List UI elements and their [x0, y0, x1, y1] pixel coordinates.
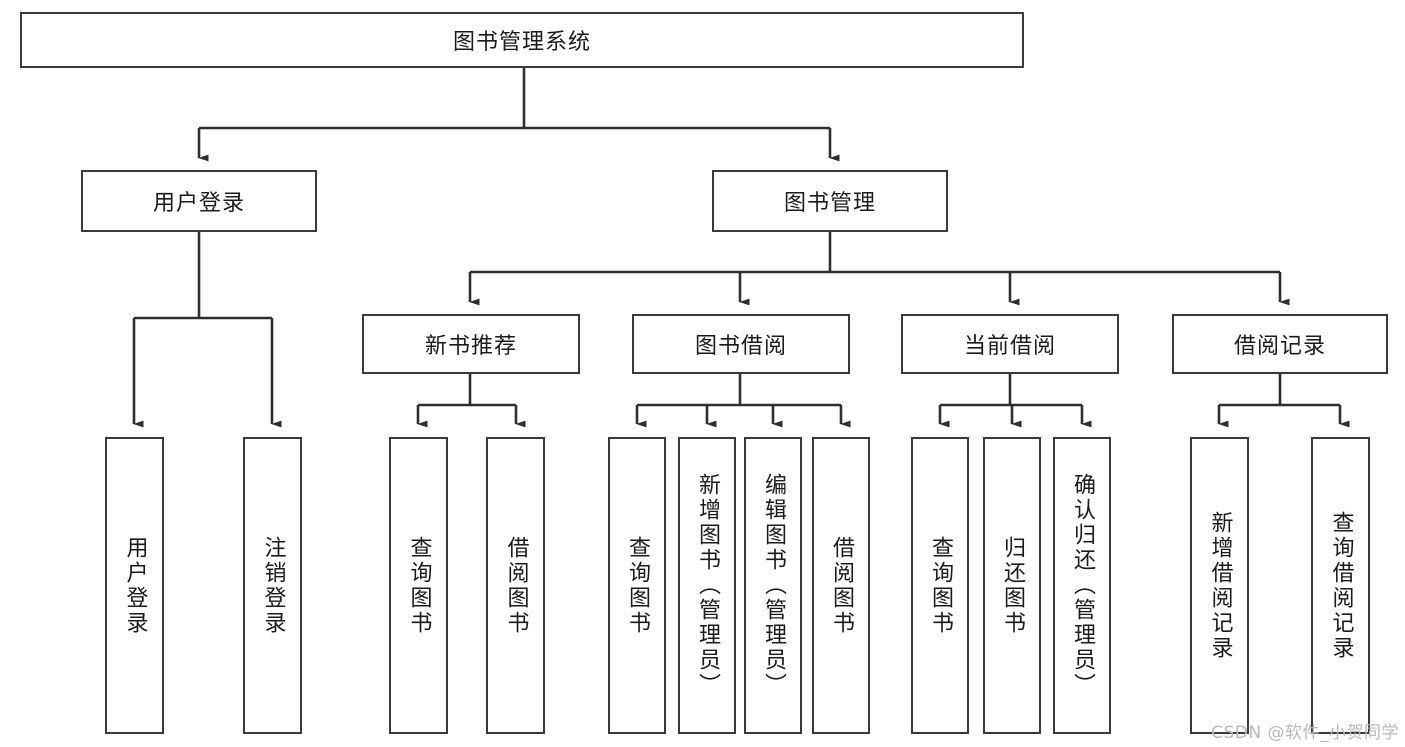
node-book-borrow[interactable]: 图书借阅 — [632, 314, 850, 374]
node-user-login[interactable]: 用户登录 — [81, 170, 317, 232]
node-current-borrow[interactable]: 当前借阅 — [901, 314, 1119, 374]
node-borrow-record[interactable]: 借阅记录 — [1172, 314, 1388, 374]
leaf-add-borrow-record[interactable]: 新增借阅记录 — [1190, 437, 1249, 734]
node-book-management[interactable]: 图书管理 — [712, 170, 948, 232]
leaf-query-book-borrow[interactable]: 查询图书 — [608, 437, 666, 734]
leaf-borrow-book-recommend[interactable]: 借阅图书 — [486, 437, 545, 734]
leaf-query-book-current[interactable]: 查询图书 — [911, 437, 969, 734]
leaf-edit-book-admin[interactable]: 编辑图书（管理员） — [744, 437, 802, 734]
leaf-return-book[interactable]: 归还图书 — [983, 437, 1041, 734]
leaf-add-book-admin[interactable]: 新增图书（管理员） — [678, 437, 736, 734]
leaf-logout[interactable]: 注销登录 — [243, 437, 302, 734]
node-root[interactable]: 图书管理系统 — [20, 12, 1024, 68]
leaf-user-login[interactable]: 用户登录 — [105, 437, 164, 734]
leaf-query-book-recommend[interactable]: 查询图书 — [389, 437, 448, 734]
csdn-watermark: CSDN @软件_小贺同学 — [1211, 723, 1399, 743]
leaf-confirm-return-admin[interactable]: 确认归还（管理员） — [1053, 437, 1111, 734]
leaf-borrow-book[interactable]: 借阅图书 — [812, 437, 870, 734]
leaf-query-borrow-record[interactable]: 查询借阅记录 — [1311, 437, 1370, 734]
node-new-book-recommend[interactable]: 新书推荐 — [362, 314, 580, 374]
